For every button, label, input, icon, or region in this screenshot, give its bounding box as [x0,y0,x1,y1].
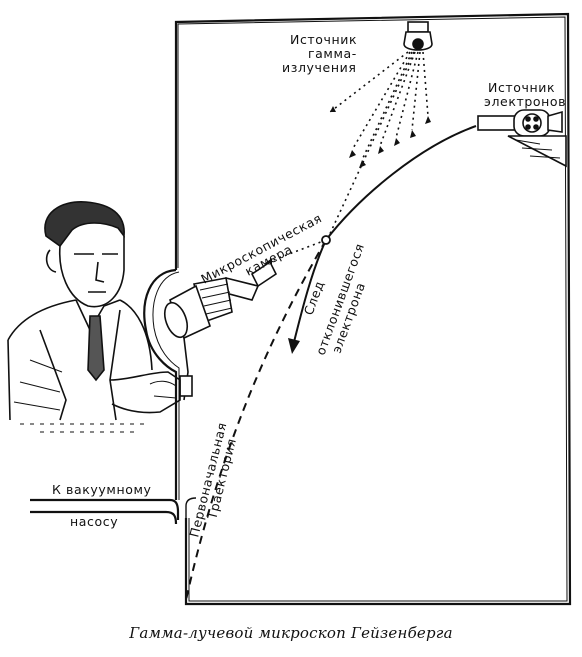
deflected-arrowhead [288,338,300,354]
label-vacuum-1: К вакуумному [52,482,152,497]
collision-point [321,235,331,245]
gamma-rays [327,51,429,239]
electron-gun-icon [477,109,567,168]
deflected-track [293,239,327,343]
electron-trajectory [325,125,477,241]
scientist-figure [7,201,181,433]
label-gamma-source-1: Источник [290,32,357,47]
gamma-ray-arrowheads [330,106,431,168]
scattered-photon [267,239,327,263]
label-vacuum-2: насосу [70,514,118,529]
microscope-icon [163,260,278,401]
figure-caption: Гамма-лучевой микроскоп Гейзенберга [129,624,453,642]
vacuum-chamber [30,12,572,606]
heisenberg-microscope-diagram: Источник гамма- излучения Источник элект… [7,12,572,606]
label-gamma-source-2: гамма- [308,46,357,61]
label-electron-source-1: Источник [488,80,555,95]
label-electron-source-2: электронов [484,94,566,109]
label-gamma-source-3: излучения [282,60,356,75]
gamma-lamp-icon [403,21,433,51]
